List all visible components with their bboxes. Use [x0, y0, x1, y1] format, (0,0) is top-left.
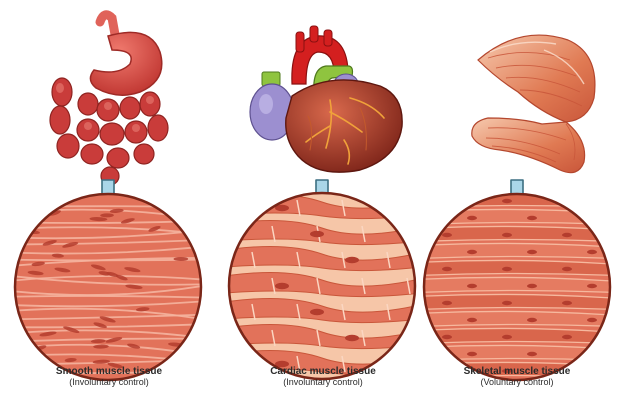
arm-muscle-icon — [472, 35, 595, 173]
skeletal-nucleus — [587, 250, 597, 254]
skeletal-nucleus — [527, 216, 537, 220]
skeletal-nucleus — [502, 267, 512, 271]
skeletal-nucleus — [527, 318, 537, 322]
skeletal-fiber — [407, 209, 621, 225]
smooth-muscle-caption: Smooth muscle tissue (Involuntary contro… — [9, 366, 209, 388]
cardiac-nucleus — [345, 257, 359, 263]
skeletal-nucleus — [502, 199, 512, 203]
skeletal-nucleus — [587, 318, 597, 322]
skeletal-nucleus — [527, 284, 537, 288]
skeletal-nucleus — [502, 335, 512, 339]
cardiac-nucleus — [345, 335, 359, 341]
skeletal-muscle-caption: Skeletal muscle tissue (Voluntary contro… — [417, 366, 617, 388]
smooth-muscle-subtitle: (Involuntary control) — [9, 377, 209, 388]
skeletal-nucleus — [467, 250, 477, 254]
cardiac-nucleus — [310, 309, 324, 315]
smooth-muscle-tissue-circle — [0, 192, 218, 384]
skeletal-muscle-tissue-circle — [407, 192, 621, 395]
skeletal-nucleus — [442, 199, 452, 203]
cardiac-nucleus — [275, 283, 289, 289]
skeletal-nucleus — [502, 301, 512, 305]
skeletal-nucleus — [467, 284, 477, 288]
cardiac-muscle-tissue-circle — [212, 193, 432, 379]
skeletal-nucleus — [587, 216, 597, 220]
cardiac-nucleus — [310, 231, 324, 237]
skeletal-nucleus — [467, 216, 477, 220]
skeletal-nucleus — [502, 233, 512, 237]
cardiac-muscle-caption: Cardiac muscle tissue (Involuntary contr… — [223, 366, 423, 388]
skeletal-nucleus — [442, 233, 452, 237]
skeletal-nucleus — [442, 301, 452, 305]
heart-icon — [250, 26, 402, 172]
skeletal-nucleus — [562, 301, 572, 305]
skeletal-nucleus — [562, 335, 572, 339]
skeletal-nucleus — [442, 267, 452, 271]
skeletal-muscle-title: Skeletal muscle tissue — [417, 366, 617, 377]
skeletal-nucleus — [587, 352, 597, 356]
skeletal-nucleus — [562, 233, 572, 237]
digestive-tract-icon — [50, 15, 168, 185]
skeletal-nucleus — [527, 352, 537, 356]
skeletal-nucleus — [527, 250, 537, 254]
skeletal-nucleus — [562, 199, 572, 203]
skeletal-fiber — [407, 294, 621, 310]
skeletal-nucleus — [467, 318, 477, 322]
skeletal-muscle-subtitle: (Voluntary control) — [417, 377, 617, 388]
skeletal-nucleus — [467, 352, 477, 356]
cardiac-muscle-title: Cardiac muscle tissue — [223, 366, 423, 377]
smooth-muscle-title: Smooth muscle tissue — [9, 366, 209, 377]
cardiac-muscle-subtitle: (Involuntary control) — [223, 377, 423, 388]
skeletal-fiber — [407, 260, 621, 276]
skeletal-nucleus — [442, 335, 452, 339]
skeletal-nucleus — [562, 267, 572, 271]
skeletal-nucleus — [587, 284, 597, 288]
